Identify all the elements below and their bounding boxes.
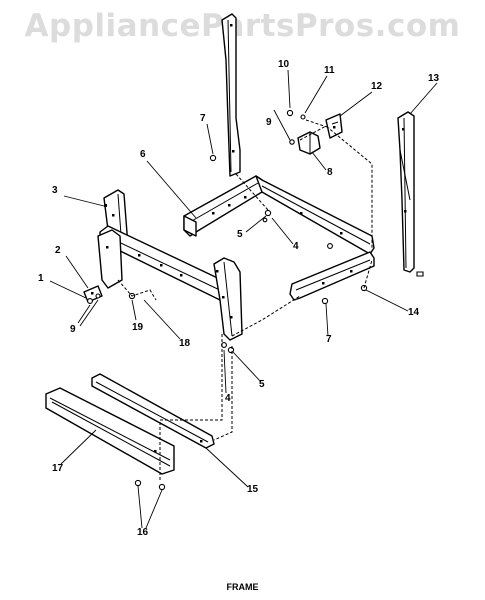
part-7-vertical-strap (221, 13, 241, 177)
part-12-bracket (325, 113, 343, 139)
callout-13: 13 (428, 73, 440, 84)
callout-5-lower: 5 (259, 379, 265, 390)
right-lower-frame (289, 251, 375, 301)
callout-17: 17 (52, 463, 64, 474)
callout-7-top: 7 (200, 113, 206, 124)
callout-9-left: 9 (70, 324, 76, 335)
callout-12: 12 (371, 81, 383, 92)
callout-16: 16 (137, 527, 149, 538)
callout-5-upper: 5 (237, 229, 243, 240)
callout-15: 15 (247, 484, 259, 495)
watermark: AppliancePartsPros.com (24, 8, 461, 44)
callout-10: 10 (278, 59, 290, 70)
callout-11: 11 (324, 65, 335, 76)
front-frame-assembly (83, 225, 243, 341)
hardware-screws (87, 109, 368, 491)
callout-3: 3 (52, 185, 58, 196)
part-13-side-rail (397, 111, 424, 277)
callout-4-upper: 4 (293, 241, 299, 252)
callout-9-top: 9 (266, 117, 272, 128)
part-6-rear-frame (183, 175, 375, 255)
callout-18: 18 (179, 338, 191, 349)
part-8-clip (297, 131, 321, 155)
callout-8: 8 (327, 167, 333, 178)
callout-6: 6 (140, 149, 146, 160)
diagram-caption: FRAME (226, 582, 259, 592)
part-17-kick-plate (45, 373, 215, 475)
callout-7-right: 7 (326, 334, 332, 345)
callout-4-lower: 4 (225, 393, 231, 404)
callout-14: 14 (408, 307, 420, 318)
callout-19: 19 (132, 322, 144, 333)
callout-2: 2 (55, 245, 61, 256)
callout-1: 1 (38, 273, 44, 284)
leader-lines (49, 69, 438, 529)
assembly-dashed-lines (117, 119, 373, 482)
